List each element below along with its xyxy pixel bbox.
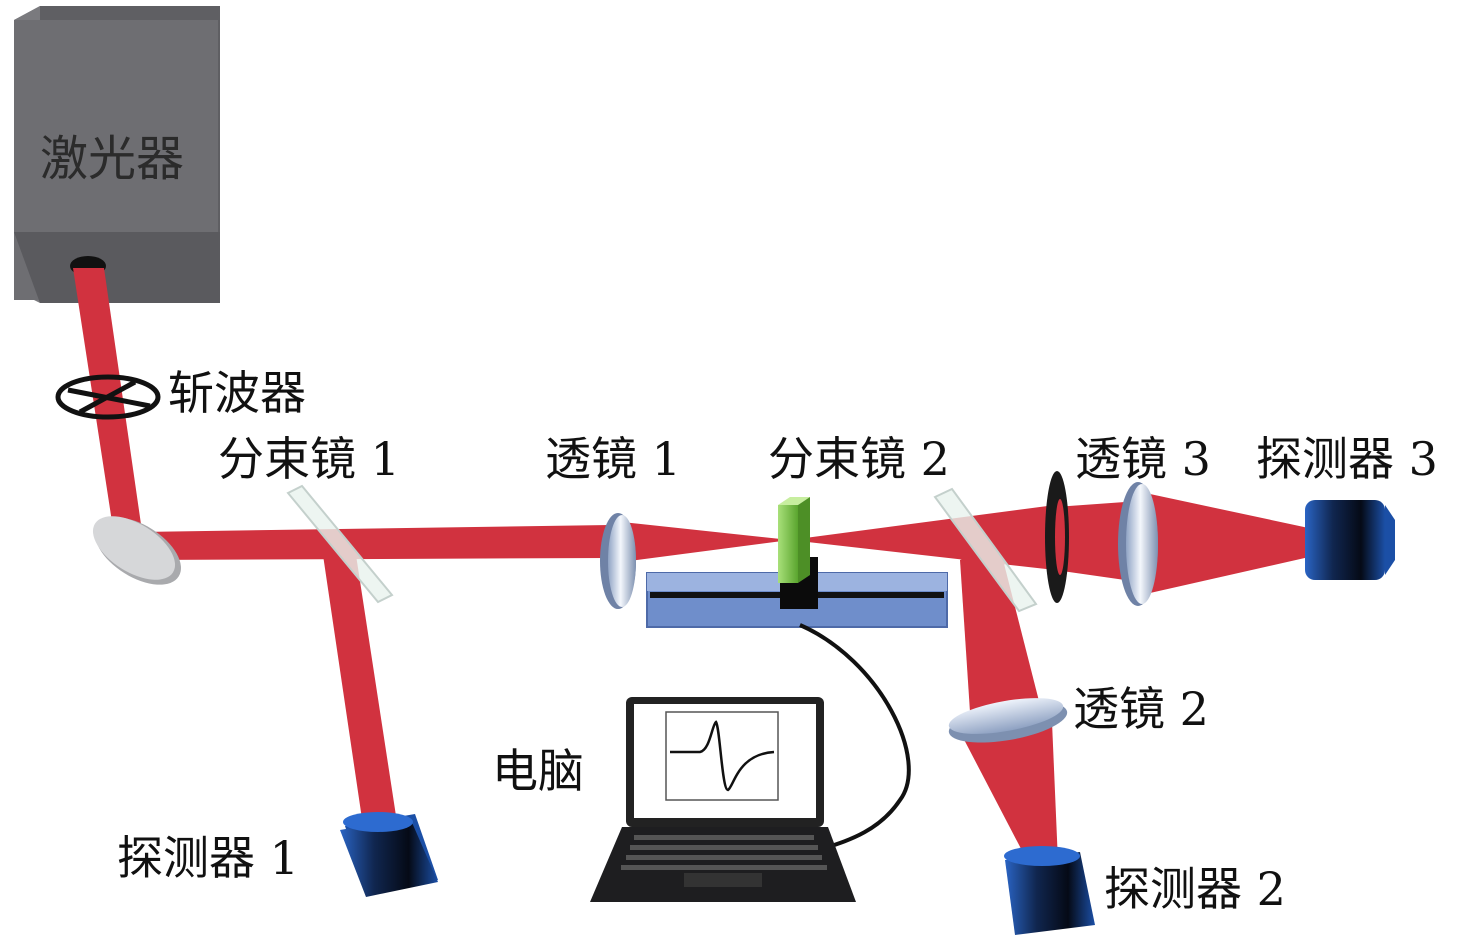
computer-label: 电脑 — [492, 744, 584, 798]
lens-1 — [600, 513, 636, 609]
detector-2-label: 探测器 2 — [1104, 862, 1286, 916]
beam-to-lens2 — [960, 548, 1040, 712]
chopper — [55, 374, 161, 420]
laptop-trackpad — [684, 873, 762, 887]
laptop-screen — [634, 704, 816, 818]
screen-curve — [670, 720, 775, 792]
laptop — [590, 697, 856, 902]
beam-to-detector2 — [958, 722, 1058, 866]
lens-3-label: 透镜 3 — [1075, 432, 1211, 486]
beam-splitter-1-plate — [286, 484, 394, 604]
detector-1-label: 探测器 1 — [117, 831, 299, 885]
chopper-label: 斩波器 — [168, 366, 306, 420]
beam-mirror-to-lens1 — [140, 525, 610, 560]
beam-splitter-2-label: 分束镜 2 — [768, 432, 950, 486]
beam-to-detector1 — [323, 555, 400, 846]
stage-cable — [799, 623, 911, 850]
beam-splitter-1-label: 分束镜 1 — [218, 432, 400, 486]
beam-to-detector3 — [1150, 494, 1318, 593]
beam-focus-cone — [622, 522, 790, 562]
lens-3 — [1118, 482, 1158, 606]
laser-label: 激光器 — [40, 131, 185, 187]
detector-3-label: 探测器 3 — [1256, 432, 1438, 486]
lens-1-label: 透镜 1 — [545, 432, 681, 486]
lens-2-label: 透镜 2 — [1073, 682, 1209, 736]
mirror — [92, 516, 181, 585]
beam-laser-to-mirror — [73, 268, 144, 548]
sample — [778, 497, 810, 583]
beam-diverging — [790, 505, 1055, 570]
detector-2 — [1004, 846, 1095, 935]
beam-splitter-2-plate — [933, 487, 1038, 613]
detector-1 — [340, 812, 438, 897]
detector-3 — [1305, 500, 1395, 580]
aperture — [1045, 471, 1069, 603]
lens-2 — [948, 698, 1068, 743]
